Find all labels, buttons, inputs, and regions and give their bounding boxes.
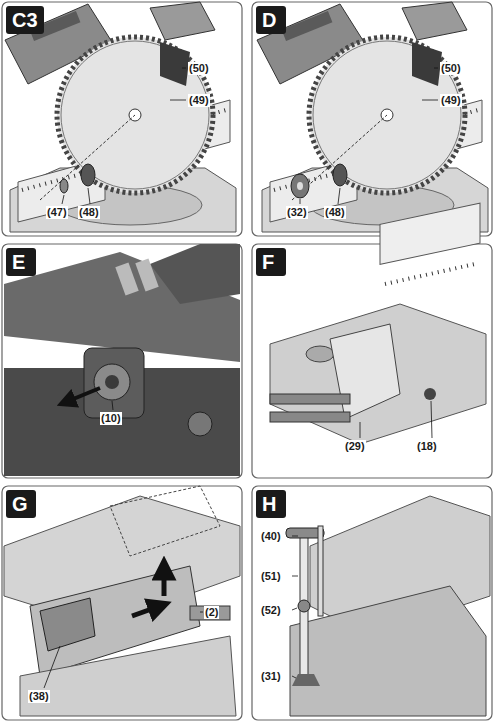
figure-tag: C3 — [6, 6, 44, 34]
callout-number: (50) — [188, 62, 210, 75]
figure-tag: G — [6, 490, 36, 518]
table-extension — [270, 203, 486, 444]
fence-removal — [4, 486, 240, 716]
figure-letter: F — [262, 251, 274, 273]
figure-tag: D — [256, 6, 286, 34]
callout-number: (32) — [286, 206, 308, 219]
callout-number: (38) — [28, 690, 50, 703]
callout-number: (51) — [260, 570, 282, 583]
leader-lines — [62, 68, 186, 204]
figure-tag: F — [256, 248, 286, 276]
callout-number: (48) — [324, 206, 346, 219]
callout-number: (18) — [416, 440, 438, 453]
figure-letter: E — [12, 251, 25, 273]
callout-number: (47) — [46, 206, 68, 219]
figure-letter: H — [262, 493, 276, 515]
figure-tag: E — [6, 248, 36, 276]
callout-number: (31) — [260, 670, 282, 683]
clamp-detail — [286, 496, 490, 716]
lock-lever-detail — [4, 244, 240, 476]
callout-number: (52) — [260, 604, 282, 617]
figure-letter: C3 — [12, 9, 38, 31]
callout-number: (2) — [204, 606, 219, 619]
leader-lines — [300, 68, 438, 204]
figure-letter: D — [262, 9, 276, 31]
callout-number: (48) — [78, 206, 100, 219]
figure-tag: H — [256, 490, 286, 518]
saw-blade-d — [257, 2, 488, 232]
callout-number: (50) — [440, 62, 462, 75]
callout-number: (10) — [100, 412, 122, 425]
figure-letter: G — [12, 493, 28, 515]
callout-number: (49) — [440, 94, 462, 107]
saw-blade-c3 — [5, 2, 236, 232]
callout-number: (29) — [344, 440, 366, 453]
callout-number: (49) — [188, 94, 210, 107]
callout-number: (40) — [260, 530, 282, 543]
